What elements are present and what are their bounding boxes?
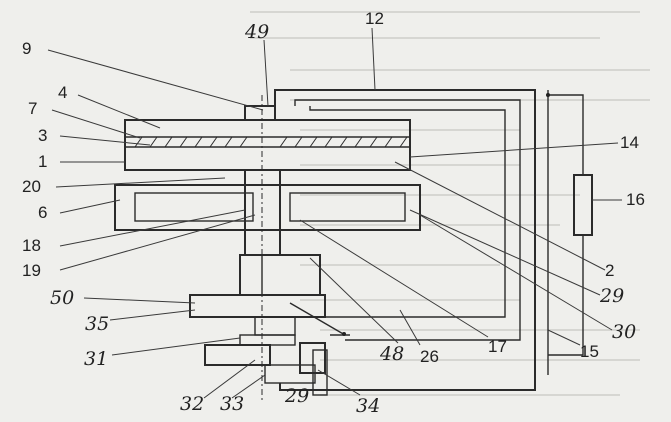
label-17: 17 xyxy=(488,337,507,356)
label-32: 32 xyxy=(180,393,204,415)
label-19: 19 xyxy=(22,261,41,280)
label-31: 31 xyxy=(84,348,108,370)
wiring-frame xyxy=(274,89,593,391)
label-33: 33 xyxy=(220,393,244,415)
label-12: 12 xyxy=(365,9,384,28)
label-9: 9 xyxy=(22,39,31,58)
label-16: 16 xyxy=(626,190,645,209)
shaft-cap xyxy=(244,105,276,121)
label-30: 30 xyxy=(612,321,636,343)
label-1: 1 xyxy=(38,152,47,171)
label-20: 20 xyxy=(22,177,41,196)
label-14: 14 xyxy=(620,133,639,152)
label-49: 49 xyxy=(244,21,269,43)
label-18: 18 xyxy=(22,236,41,255)
leader-lines xyxy=(47,27,622,399)
label-48: 48 xyxy=(379,343,404,365)
lower-housing xyxy=(189,254,350,396)
label-4: 4 xyxy=(58,83,67,102)
background-text-lines xyxy=(250,11,650,396)
label-7: 7 xyxy=(28,99,37,118)
label-29-bottom: 29 xyxy=(284,385,309,407)
part-labels: 9 49 12 4 7 3 1 14 16 20 6 18 19 2 29 30… xyxy=(22,9,645,417)
label-2: 2 xyxy=(605,261,614,280)
label-34: 34 xyxy=(356,395,380,417)
rotor xyxy=(114,184,421,231)
label-26: 26 xyxy=(420,347,439,366)
label-29-right: 29 xyxy=(599,285,624,307)
component-16 xyxy=(573,174,593,236)
label-50: 50 xyxy=(50,287,74,309)
label-15: 15 xyxy=(580,342,599,361)
disk-assembly xyxy=(124,119,411,171)
shaft xyxy=(244,170,281,255)
label-35: 35 xyxy=(85,313,109,335)
label-6: 6 xyxy=(38,203,47,222)
label-3: 3 xyxy=(38,126,47,145)
